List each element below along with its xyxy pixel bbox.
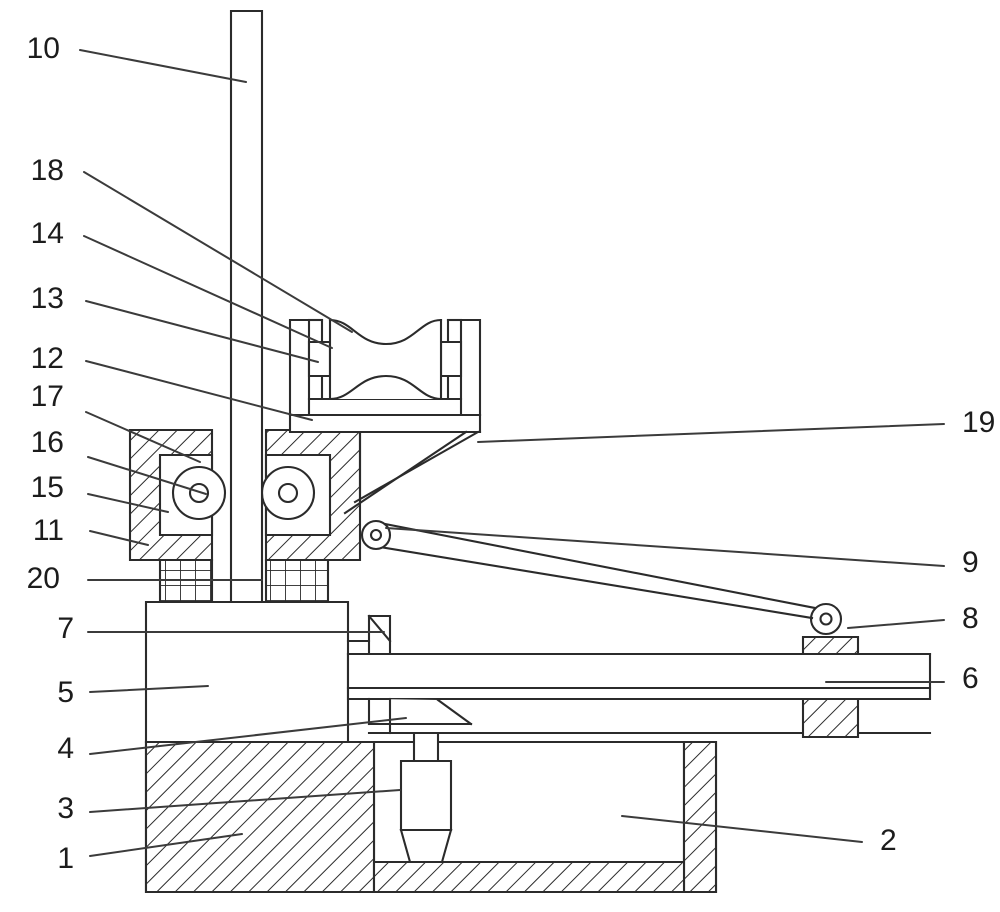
- reference-numeral-9: 9: [962, 546, 979, 579]
- reference-numeral-19: 19: [962, 406, 995, 439]
- leader-line-12: [85, 360, 313, 421]
- reference-numeral-15: 15: [31, 471, 64, 504]
- damping-pads-group: [158, 558, 330, 604]
- diagonal-link-arm-group: [372, 521, 817, 620]
- leader-lines-group: [79, 49, 945, 857]
- leader-line-16: [87, 456, 207, 495]
- leader-line-2: [621, 815, 863, 843]
- leader-line-5: [89, 685, 209, 693]
- reference-numeral-10: 10: [27, 32, 60, 65]
- reference-numeral-11: 11: [33, 514, 64, 547]
- main-housing-block-group: [144, 600, 350, 744]
- vertical-guide-column-group: [229, 9, 264, 604]
- leader-line-13: [85, 300, 319, 363]
- leader-line-4: [89, 717, 407, 755]
- lower-pivot-block-group: [801, 602, 860, 739]
- reference-numeral-2: 2: [880, 824, 897, 857]
- reference-numeral-1: 1: [57, 842, 74, 875]
- reference-numeral-17: 17: [31, 380, 64, 413]
- leader-line-14: [83, 235, 333, 349]
- reference-numeral-4: 4: [57, 732, 74, 765]
- leader-line-9: [385, 527, 945, 567]
- leader-line-11: [89, 530, 149, 546]
- reference-numeral-18: 18: [31, 154, 64, 187]
- reference-numeral-16: 16: [31, 426, 64, 459]
- leader-line-8: [847, 619, 945, 629]
- reference-numeral-8: 8: [962, 602, 979, 635]
- reference-numeral-14: 14: [31, 217, 64, 250]
- reference-numeral-3: 3: [57, 792, 74, 825]
- leader-line-1: [89, 833, 243, 857]
- reference-numeral-13: 13: [31, 282, 64, 315]
- leader-line-18: [83, 171, 353, 333]
- leader-line-15: [87, 493, 169, 513]
- leader-line-3: [89, 789, 401, 813]
- upper-pivot-pin-group: [360, 519, 392, 551]
- leader-line-10: [79, 49, 247, 83]
- leader-line-17: [85, 411, 201, 463]
- roller-bracket-group: [288, 318, 482, 417]
- reference-numeral-20: 20: [27, 562, 60, 595]
- reference-numeral-12: 12: [31, 342, 64, 375]
- bearing-blocks-group: [128, 428, 362, 562]
- horizontal-beam-group: [346, 652, 932, 701]
- reference-numeral-5: 5: [57, 676, 74, 709]
- reference-numeral-7: 7: [57, 612, 74, 645]
- leader-line-19: [477, 423, 945, 443]
- reference-numerals-group: 10 18 14 13 12 17 16 15 11 20 7 5 4 3 1 19 9 8 6 2: [27, 32, 996, 875]
- reference-numeral-6: 6: [962, 662, 979, 695]
